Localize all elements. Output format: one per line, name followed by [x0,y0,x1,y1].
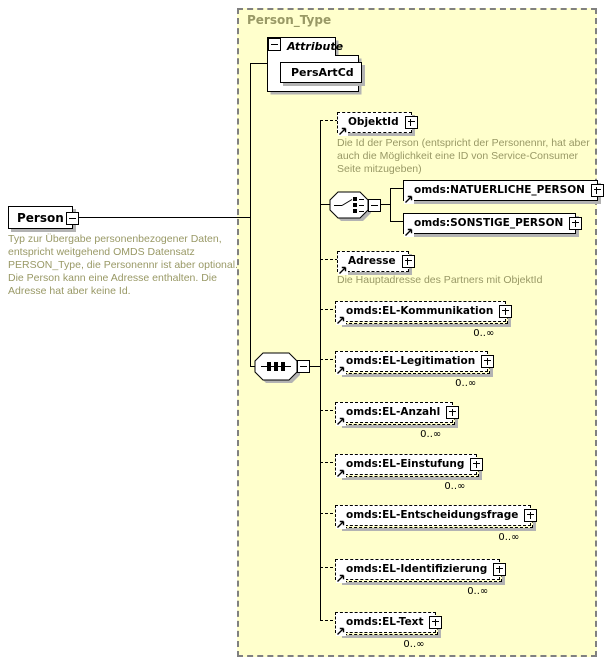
ne-arrow-icon [404,226,414,237]
element-label: omds:EL-Legitimation [346,355,476,367]
objektid-annotation: Die Id der Person (entspricht der Person… [337,137,590,175]
plus-icon[interactable] [569,216,583,230]
cardinality-label: 0..∞ [467,585,489,597]
ne-arrow-icon [336,467,346,478]
ne-arrow-icon [338,264,348,275]
plus-icon[interactable] [524,508,538,522]
element-el-anzahl: omds:EL-Anzahl 0..∞ [335,400,460,440]
cardinality-label: 0..∞ [455,377,477,389]
attribute-name: PersArtCd [291,66,354,79]
ne-arrow-icon [338,125,348,136]
adresse-annotation: Die Hauptadresse des Partners mit Objekt… [337,274,543,286]
element-label: omds:EL-Entscheidungsfrage [346,509,519,521]
cardinality-label: 0..∞ [403,638,425,650]
plus-icon[interactable] [481,354,495,368]
element-el-einstufung: omds:EL-Einstufung 0..∞ [335,452,484,492]
element-el-legitimation: omds:EL-Legitimation 0..∞ [335,349,495,389]
element-label: omds:EL-Identifizierung [346,563,488,575]
element-el-entscheidungsfrage: omds:EL-Entscheidungsfrage 0..∞ [335,503,538,543]
element-label: omds:NATUERLICHE_PERSON [414,184,585,196]
sequence-collapse-toggle[interactable] [297,360,310,373]
plus-icon[interactable] [404,115,418,129]
cardinality-label: 0..∞ [420,428,442,440]
choice-collapse-toggle[interactable] [368,199,381,212]
element-el-text: omds:EL-Text 0..∞ [335,610,443,650]
element-el-kommunikation: omds:EL-Kommunikation 0..∞ [335,299,513,339]
plus-icon[interactable] [446,405,460,419]
ne-arrow-icon [336,518,346,529]
element-el-identifizierung: omds:EL-Identifizierung 0..∞ [335,557,507,597]
attribute-persartcd: PersArtCd [280,61,362,83]
element-natuerliche-person: omds:NATUERLICHE_PERSON [403,178,604,204]
ne-arrow-icon [336,625,346,636]
cardinality-label: 0..∞ [444,480,466,492]
plus-icon[interactable] [590,183,604,197]
plus-icon[interactable] [499,304,513,318]
minus-icon[interactable] [65,212,79,225]
cardinality-label: 0..∞ [498,531,520,543]
cardinality-label: 0..∞ [473,327,495,339]
element-label: omds:EL-Anzahl [346,406,441,418]
plus-icon[interactable] [429,615,443,629]
person-annotation: Typ zur Übergabe personenbezogener Daten… [8,233,238,297]
element-label: ObjektId [348,116,399,128]
ne-arrow-icon [336,364,346,375]
element-label: Adresse [348,255,396,267]
element-label: omds:EL-Text [346,616,424,628]
element-sonstige-person: omds:SONSTIGE_PERSON [403,211,583,237]
element-objektid: ObjektId [337,110,418,136]
person-label: Person [17,210,64,225]
element-person: Person [8,206,79,229]
ne-arrow-icon [336,572,346,583]
plus-icon[interactable] [470,457,484,471]
person-box[interactable]: Person [8,206,79,229]
ne-arrow-icon [404,193,414,204]
element-label: omds:EL-Kommunikation [346,305,494,317]
attribute-collapse-toggle[interactable] [268,38,281,51]
person-type-label: Person_Type [247,13,332,27]
element-label: omds:EL-Einstufung [346,458,465,470]
element-label: omds:SONSTIGE_PERSON [414,217,564,229]
plus-icon[interactable] [401,254,415,268]
element-adresse: Adresse [337,249,415,275]
ne-arrow-icon [336,415,346,426]
attribute-section-label: Attribute [287,40,344,53]
ne-arrow-icon [336,314,346,325]
plus-icon[interactable] [493,562,507,576]
